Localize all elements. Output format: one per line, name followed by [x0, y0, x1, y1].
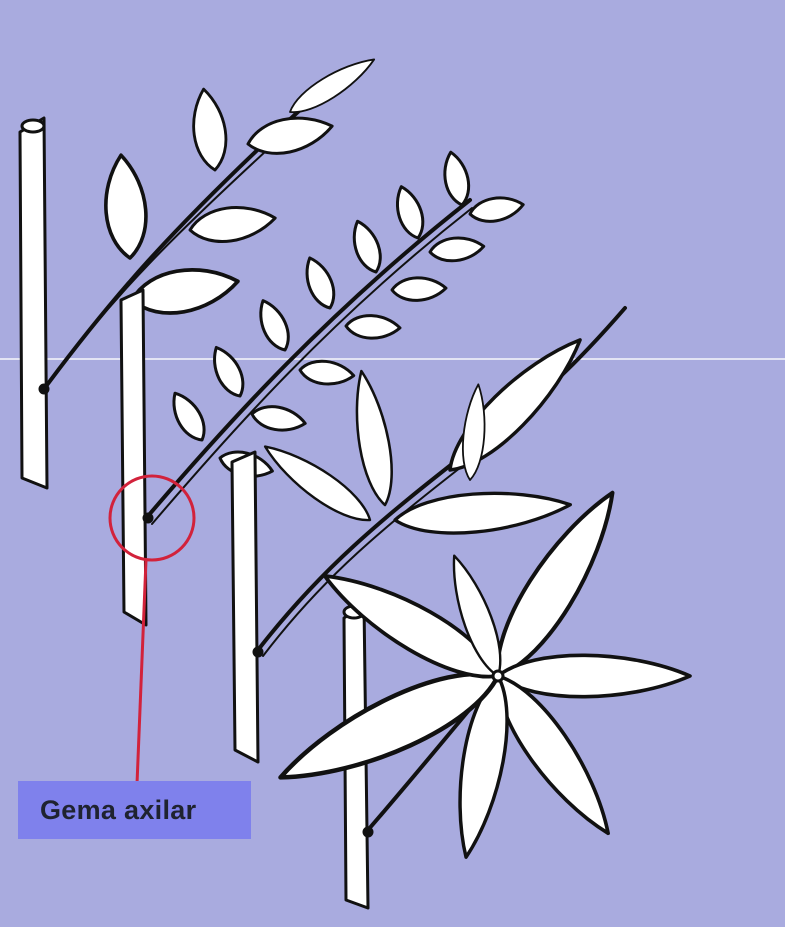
stem-2 [121, 290, 146, 625]
annotation-label: Gema axilar [40, 795, 196, 826]
palmate-leaf [270, 480, 690, 860]
compound-leaf-1 [40, 50, 380, 393]
annotation-label-box: Gema axilar [18, 781, 251, 839]
stem-1 [20, 118, 47, 488]
stem-3 [232, 452, 258, 762]
